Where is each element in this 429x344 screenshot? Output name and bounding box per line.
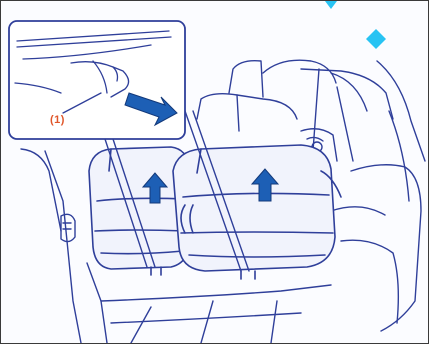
callout-label-1: (1) (50, 114, 65, 126)
right-seat (173, 145, 335, 271)
folded-seats (89, 145, 341, 279)
inset-detail (9, 21, 185, 139)
